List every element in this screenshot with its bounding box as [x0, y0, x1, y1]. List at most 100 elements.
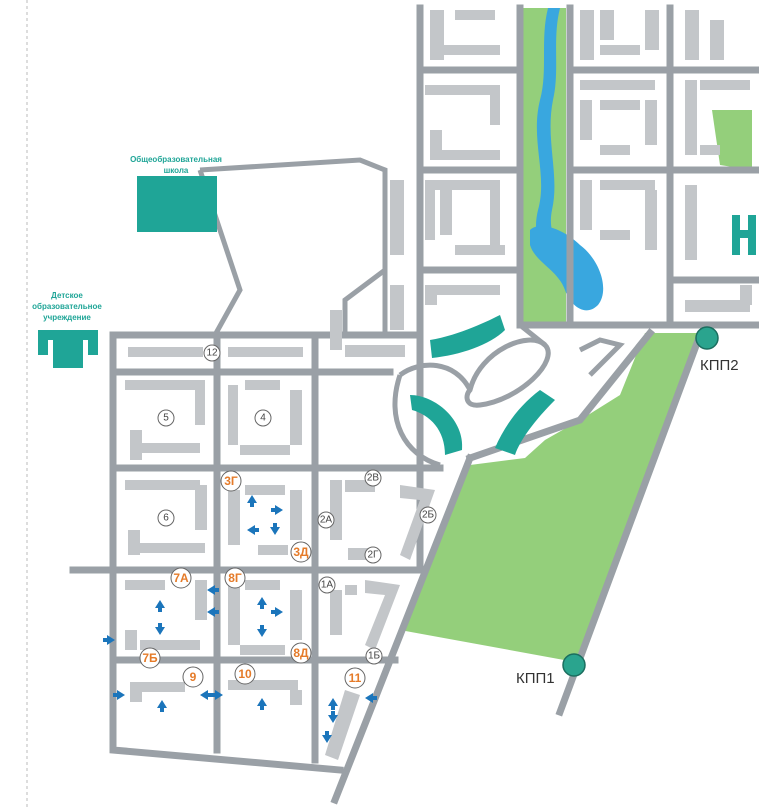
- entrance-arrow-icon: [113, 690, 125, 700]
- entrance-arrow-icon: [247, 525, 259, 535]
- buildings-south: [125, 347, 435, 760]
- block-marker-circle: [139, 647, 161, 669]
- block-marker-circle: [182, 666, 204, 688]
- kindergarten-building: [38, 330, 98, 368]
- entrance-arrow-icon: [157, 700, 167, 712]
- checkpoint-2-marker[interactable]: [695, 326, 719, 350]
- public-building-2: [410, 395, 463, 455]
- block-marker[interactable]: 6: [157, 509, 175, 527]
- block-marker-label: 7Б: [142, 651, 158, 665]
- public-building-1: [430, 315, 505, 358]
- block-marker[interactable]: 7Б: [139, 647, 161, 669]
- block-marker[interactable]: 10: [234, 663, 256, 685]
- block-marker[interactable]: 2Г: [364, 546, 382, 564]
- entrance-arrow-icon: [328, 711, 338, 723]
- block-marker-circle: [234, 663, 256, 685]
- block-marker-circle: [290, 642, 312, 664]
- entrance-arrow-icon: [328, 698, 338, 710]
- buildings-north: [330, 10, 752, 357]
- block-marker-circle: [365, 647, 383, 665]
- checkpoint-1-marker[interactable]: [562, 653, 586, 677]
- block-marker-label: 4: [260, 413, 266, 424]
- block-marker-label: 3Д: [293, 545, 309, 559]
- green-zone-north-east: [712, 110, 752, 170]
- block-marker-circle: [157, 509, 175, 527]
- road-network: [69, 4, 759, 805]
- kindergarten-label-line2: образовательное: [32, 302, 102, 311]
- block-marker[interactable]: 8Д: [290, 642, 312, 664]
- block-marker-circle: [170, 567, 192, 589]
- block-marker-label: 2Г: [368, 550, 380, 561]
- block-marker[interactable]: 3Д: [290, 541, 312, 563]
- block-marker-label: 2А: [320, 515, 333, 526]
- block-marker-circle: [364, 469, 382, 487]
- checkpoint-2-label: КПП2: [700, 357, 739, 374]
- entrance-arrow-icon: [207, 585, 219, 595]
- block-marker-label: 8Д: [293, 646, 309, 660]
- entrance-arrow-icon: [365, 693, 377, 703]
- entrance-arrow-icon: [207, 607, 219, 617]
- kindergarten-label-line1: Детское: [51, 291, 83, 300]
- green-zone-south: [400, 333, 700, 662]
- entrance-arrow-icon: [271, 505, 283, 515]
- block-marker-circle: [203, 344, 221, 362]
- block-marker-label: 2В: [367, 473, 380, 484]
- public-building-3: [495, 390, 555, 455]
- river: [535, 8, 570, 258]
- block-marker-label: 3Г: [224, 474, 238, 488]
- block-marker-circle: [318, 576, 336, 594]
- block-marker-label: 2Б: [422, 510, 435, 521]
- block-marker[interactable]: 2В: [364, 469, 382, 487]
- entrance-arrow-icon: [103, 635, 115, 645]
- public-building-4: [732, 215, 756, 255]
- block-marker-circle: [157, 409, 175, 427]
- block-marker-label: 1А: [321, 580, 334, 591]
- entrance-arrow-icon: [322, 731, 332, 743]
- school-building: [137, 176, 217, 232]
- kindergarten-label-line3: учреждение: [43, 313, 91, 322]
- block-marker[interactable]: 3Г: [220, 470, 242, 492]
- school-label-line2: школа: [164, 166, 189, 175]
- block-markers: 12 5 4 6 2В 2А 2Б 2Г 1А 1Б 3Г 3Д 7А 8Г 7…: [139, 344, 437, 689]
- block-marker-label: 8Г: [228, 571, 242, 585]
- block-marker-circle: [254, 409, 272, 427]
- block-marker-label: 5: [163, 413, 169, 424]
- entrance-arrow-icon: [155, 623, 165, 635]
- block-marker-circle: [419, 506, 437, 524]
- entrance-arrow-icon: [257, 698, 267, 710]
- block-marker-label: 10: [238, 667, 252, 681]
- block-marker-label: 9: [190, 670, 197, 684]
- entrance-arrow-icon: [247, 495, 257, 507]
- block-marker[interactable]: 1Б: [365, 647, 383, 665]
- school-label-line1: Общеобразовательная: [130, 155, 222, 164]
- entrance-arrow-icon: [211, 690, 223, 700]
- block-marker[interactable]: 8Г: [224, 567, 246, 589]
- entrance-arrow-icon: [200, 690, 212, 700]
- block-marker-label: 11: [349, 671, 362, 685]
- entrance-arrow-icon: [257, 597, 267, 609]
- block-marker[interactable]: 1А: [318, 576, 336, 594]
- block-marker-label: 12: [206, 348, 218, 359]
- block-marker[interactable]: 9: [182, 666, 204, 688]
- block-marker-circle: [290, 541, 312, 563]
- entrance-arrow-icon: [257, 625, 267, 637]
- entrance-arrows: [103, 495, 377, 743]
- block-marker-circle: [317, 511, 335, 529]
- block-marker[interactable]: 2А: [317, 511, 335, 529]
- checkpoint-1-label: КПП1: [516, 670, 555, 687]
- block-marker[interactable]: 12: [203, 344, 221, 362]
- block-marker-circle: [220, 470, 242, 492]
- block-marker[interactable]: 5: [157, 409, 175, 427]
- block-marker[interactable]: 4: [254, 409, 272, 427]
- block-marker[interactable]: 2Б: [419, 506, 437, 524]
- block-marker-label: 7А: [173, 571, 189, 585]
- entrance-arrow-icon: [271, 607, 283, 617]
- entrance-arrow-icon: [270, 523, 280, 535]
- block-marker-circle: [224, 567, 246, 589]
- block-marker[interactable]: 7А: [170, 567, 192, 589]
- block-marker-label: 6: [163, 513, 169, 524]
- block-marker-label: 1Б: [368, 651, 381, 662]
- block-marker[interactable]: 11: [344, 667, 366, 689]
- entrance-arrow-icon: [155, 600, 165, 612]
